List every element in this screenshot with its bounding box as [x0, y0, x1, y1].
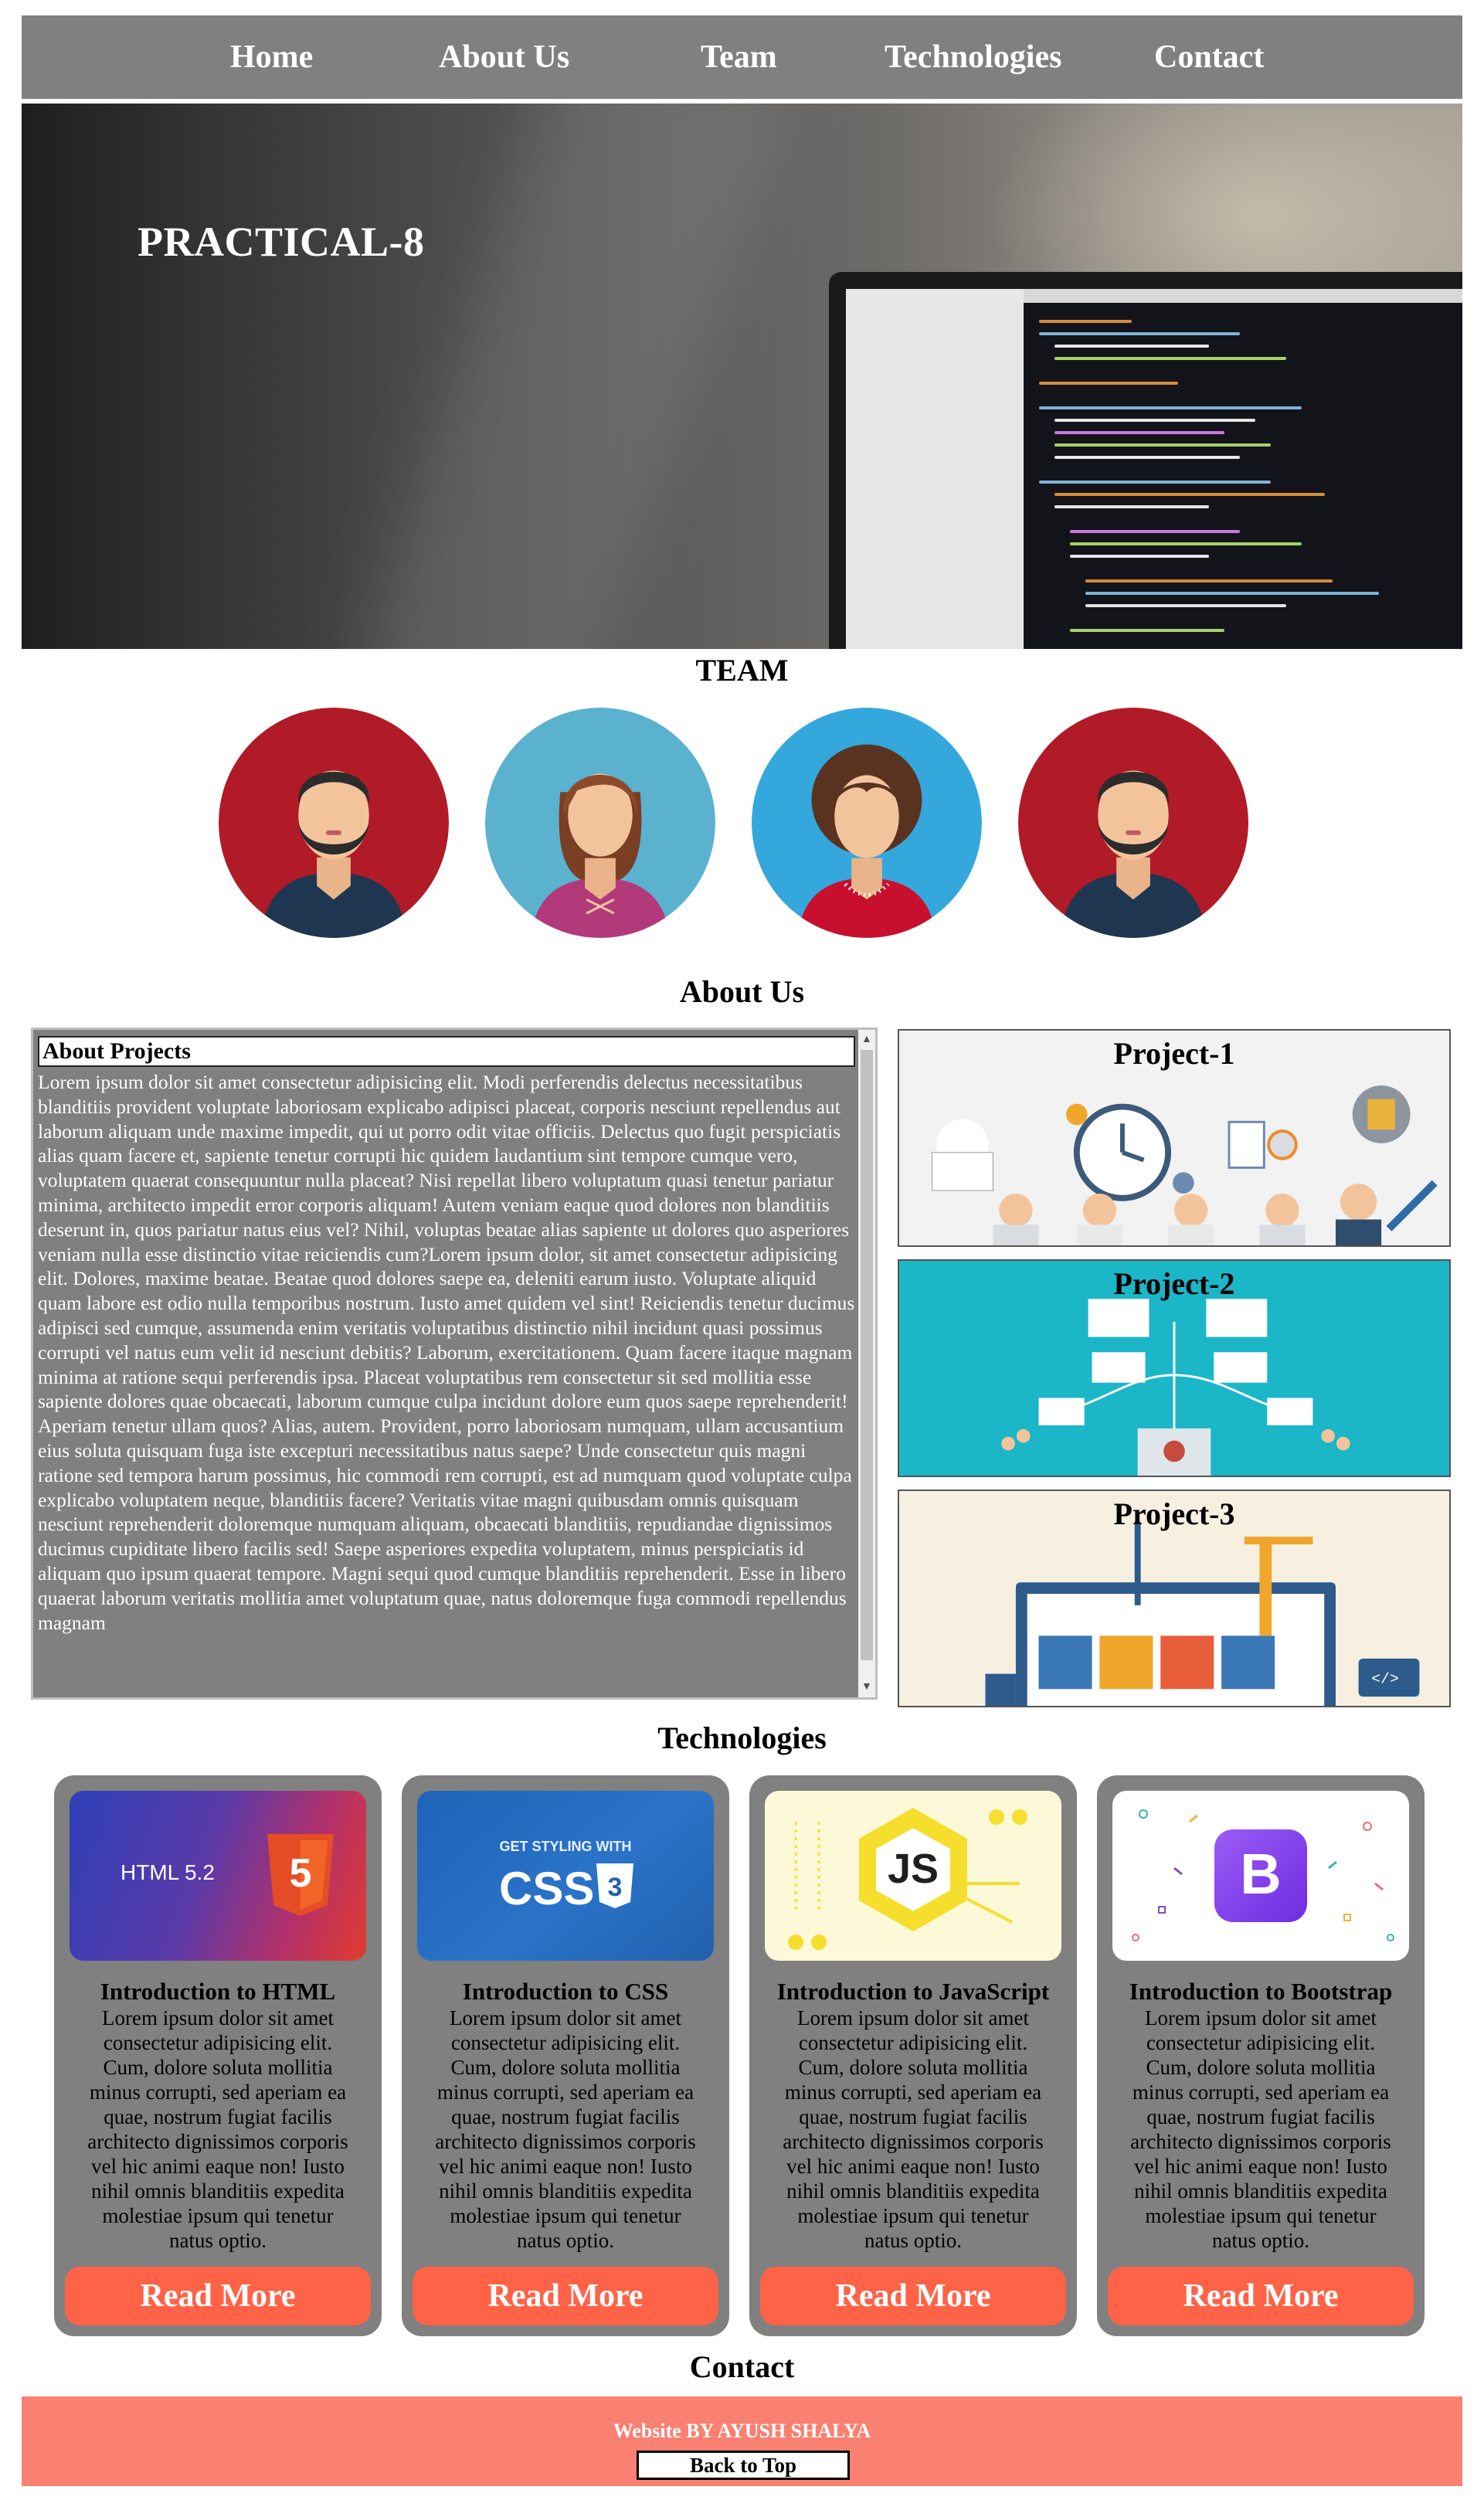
team-meeting-illustration-icon	[932, 1085, 1438, 1245]
html-image-label: HTML 5.2	[121, 1860, 215, 1884]
man-beard-avatar-icon	[219, 708, 449, 938]
css-image-label: GET STYLING WITH	[499, 1839, 632, 1854]
scroll-down-icon[interactable]: ▼	[861, 1681, 872, 1693]
woman-avatar-icon	[485, 708, 715, 938]
html-card-image: HTML 5.2 5	[70, 1791, 366, 1961]
nav-link-about-us[interactable]: About Us	[439, 39, 570, 75]
nav-link-team[interactable]: Team	[701, 39, 777, 75]
css-card-image: GET STYLING WITH CSS 3	[417, 1791, 714, 1961]
read-more-button-css[interactable]: Read More	[413, 2267, 718, 2325]
laptop-screen	[846, 289, 1462, 649]
about-heading: About Us	[679, 974, 805, 1009]
about-scrollbar[interactable]: ▲ ▼	[858, 1030, 875, 1697]
card-title-javascript: Introduction to JavaScript	[776, 1978, 1050, 2005]
team-member-avatar	[1018, 708, 1248, 938]
team-member-avatar	[485, 708, 715, 938]
team-member-avatar	[219, 708, 449, 938]
about-projects-heading: About Projects	[38, 1036, 855, 1067]
card-title-bootstrap: Introduction to Bootstrap	[1129, 1978, 1393, 2005]
project-title-1: Project-1	[1113, 1036, 1235, 1071]
hero-banner: PRACTICAL-8	[22, 104, 1462, 649]
css-image-label-2: CSS	[499, 1863, 595, 1914]
tech-card-bootstrap: B Introduction to Bootstrap Lorem ipsum …	[1097, 1775, 1425, 2336]
bootstrap-image-label: B	[1240, 1842, 1282, 1906]
hero-shadow	[352, 104, 788, 649]
svg-text:</>: </>	[1371, 1670, 1398, 1687]
footer-credit: Website BY AYUSH SHALYA	[613, 2420, 871, 2442]
card-text-bootstrap: Lorem ipsum dolor sit amet consectetur a…	[1130, 2006, 1391, 2252]
bootstrap-card-image: B	[1112, 1791, 1409, 1961]
web-design-illustration-icon: </>	[985, 1521, 1420, 1706]
card-text-css: Lorem ipsum dolor sit amet consectetur a…	[435, 2006, 696, 2252]
technologies-heading: Technologies	[657, 1720, 827, 1755]
team-member-avatar	[752, 708, 982, 938]
javascript-image-label: JS	[887, 1846, 939, 1892]
nav-link-contact[interactable]: Contact	[1154, 39, 1265, 75]
about-projects-text: Lorem ipsum dolor sit amet consectetur a…	[38, 1071, 855, 1634]
project-card-1: Project-1	[898, 1029, 1451, 1247]
tech-card-css: GET STYLING WITH CSS 3 Introduction to C…	[402, 1775, 729, 2336]
read-more-button-javascript[interactable]: Read More	[760, 2267, 1066, 2325]
team-heading: TEAM	[695, 653, 789, 688]
tech-card-javascript: JS Introduction to JavaScript Lorem ipsu…	[749, 1775, 1077, 2336]
card-text-javascript: Lorem ipsum dolor sit amet consectetur a…	[783, 2006, 1044, 2252]
read-more-button-bootstrap[interactable]: Read More	[1108, 2267, 1414, 2325]
top-navbar: Home About Us Team Technologies Contact	[22, 15, 1462, 99]
footer: Website BY AYUSH SHALYA Back to Top	[22, 2396, 1462, 2486]
html5-icon: 5	[267, 1834, 334, 1916]
laptop-image	[829, 272, 1462, 649]
nav-link-technologies[interactable]: Technologies	[885, 39, 1062, 75]
read-more-button-html[interactable]: Read More	[65, 2267, 371, 2325]
card-text-html: Lorem ipsum dolor sit amet consectetur a…	[87, 2006, 348, 2252]
tech-card-html: HTML 5.2 5 Introduction to HTML Lorem ip…	[54, 1775, 382, 2336]
css3-icon: 3	[596, 1863, 633, 1908]
project-title-2: Project-2	[1113, 1266, 1235, 1301]
flowchart-illustration-icon	[1001, 1299, 1350, 1476]
bootstrap-icon	[1214, 1829, 1307, 1922]
javascript-card-image: JS	[765, 1791, 1061, 1961]
svg-text:5: 5	[290, 1851, 312, 1896]
svg-text:3: 3	[608, 1873, 623, 1902]
scrollbar-thumb[interactable]	[861, 1050, 873, 1660]
scroll-up-icon[interactable]: ▲	[861, 1034, 872, 1045]
project-title-3: Project-3	[1113, 1496, 1235, 1531]
woman-curly-avatar-icon	[752, 708, 982, 938]
about-projects-scrollbox[interactable]: About Projects Lorem ipsum dolor sit ame…	[31, 1028, 878, 1700]
confetti-decoration-icon	[1132, 1809, 1394, 1941]
project-card-2: Project-2	[898, 1259, 1451, 1477]
javascript-icon	[788, 1808, 1027, 1950]
hero-title: PRACTICAL-8	[138, 219, 425, 265]
man-beard-avatar-icon	[1018, 708, 1248, 938]
card-title-css: Introduction to CSS	[462, 1978, 669, 2005]
back-to-top-button[interactable]: Back to Top	[637, 2451, 850, 2480]
contact-heading: Contact	[689, 2349, 795, 2384]
card-title-html: Introduction to HTML	[100, 1978, 336, 2005]
nav-link-home[interactable]: Home	[230, 39, 314, 75]
project-card-3: </> Project-3	[898, 1489, 1451, 1707]
